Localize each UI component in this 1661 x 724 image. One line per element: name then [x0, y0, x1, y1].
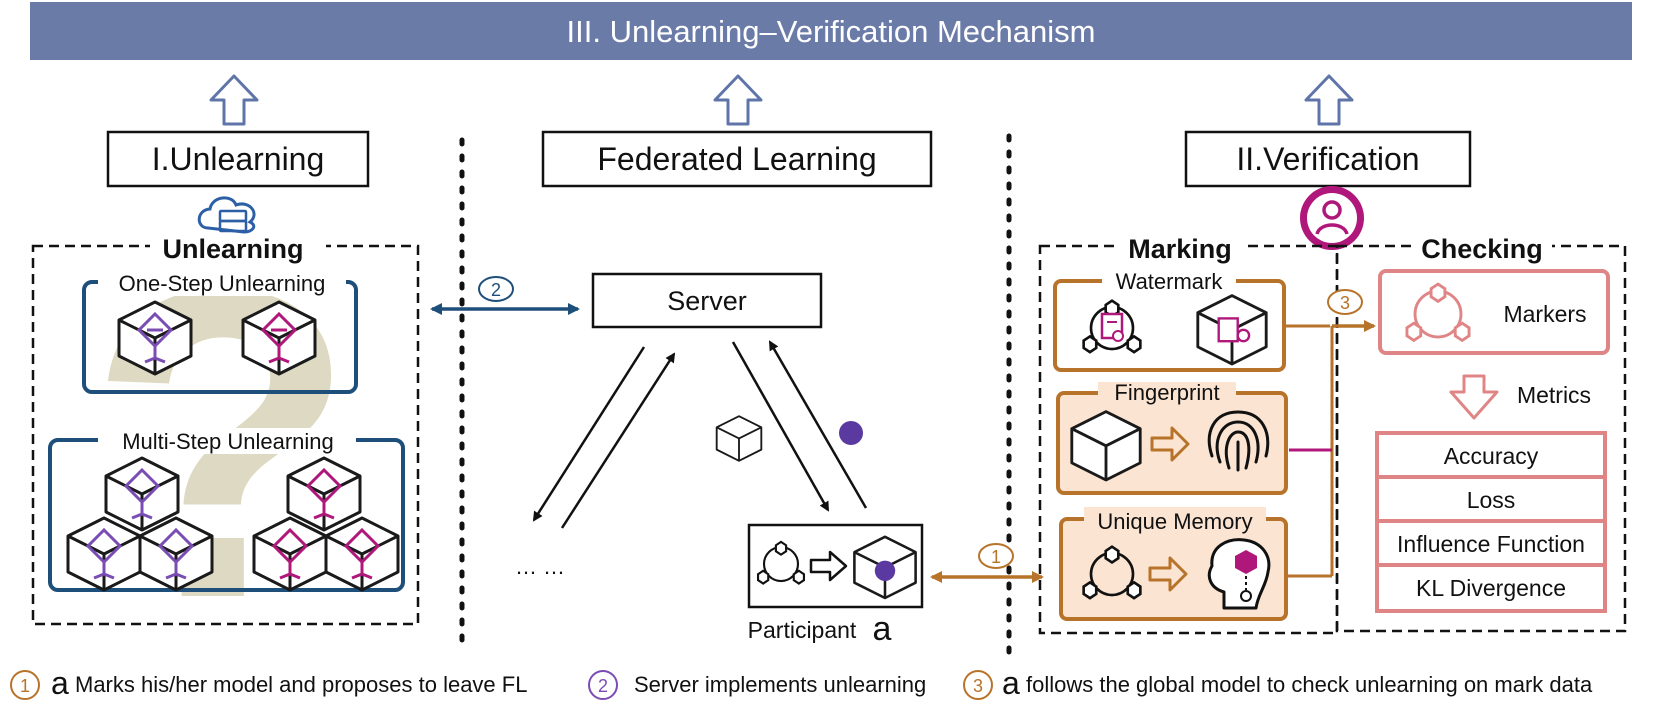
svg-text:3: 3 [1340, 293, 1350, 313]
magenta-model-cube-icon [241, 300, 317, 376]
one-step-label: One-Step Unlearning [119, 271, 326, 296]
memory-head-icon [1207, 538, 1271, 610]
marking-title: Marking [1128, 234, 1232, 264]
cloud-server-icon [197, 196, 256, 234]
svg-text:1: 1 [20, 676, 30, 696]
svg-text:1: 1 [991, 547, 1001, 567]
legend-step-3: 3 a follows the global model to check un… [963, 665, 1593, 701]
model-upload-arrow [560, 352, 676, 529]
up-arrow-icon [713, 74, 763, 126]
step-1-marker: 1 [978, 543, 1014, 569]
legend-step-2-text: Server implements unlearning [634, 672, 926, 697]
legend-step-1: 1 a Marks his/her model and proposes to … [10, 665, 527, 701]
magenta-model-cube-icon [324, 516, 400, 592]
watermark-model-icon [1196, 294, 1268, 366]
transform-arrow-icon [809, 550, 848, 582]
legend-step-3-letter: a [1002, 665, 1020, 701]
banner [30, 2, 1632, 60]
multi-step-label: Multi-Step Unlearning [122, 429, 334, 454]
server-label: Server [667, 286, 747, 316]
magenta-model-cube-icon [252, 516, 328, 592]
up-arrow-icon [1304, 74, 1354, 126]
participant-label: Participant [748, 617, 857, 643]
legend-step-1-text: Marks his/her model and proposes to leav… [75, 672, 527, 697]
banner-title: III. Unlearning–Verification Mechanism [567, 14, 1096, 49]
legend-step-2: 2 Server implements unlearning [588, 670, 926, 700]
svg-text:2: 2 [491, 280, 501, 300]
watermark-label: Watermark [1116, 269, 1224, 294]
other-participants-ellipsis: … … [515, 554, 565, 579]
section-unlearning-title: I.Unlearning [152, 141, 325, 177]
fingerprint-icon [1207, 410, 1270, 472]
transform-arrow-icon [1150, 426, 1190, 462]
transform-arrow-icon [1148, 556, 1188, 592]
legend-step-1-letter: a [51, 665, 69, 701]
purple-model-cube-icon [117, 300, 193, 376]
model-download-arrow [532, 346, 646, 522]
step-3-marker: 3 [1327, 289, 1363, 315]
step-2-marker: 2 [478, 276, 514, 302]
participant-letter: a [873, 610, 892, 648]
svg-text:3: 3 [973, 676, 983, 696]
purple-model-cube-icon [104, 456, 180, 532]
metric-kl-divergence: KL Divergence [1416, 575, 1566, 601]
unique-memory-label: Unique Memory [1097, 509, 1252, 534]
section-federated-title: Federated Learning [597, 141, 876, 177]
section-unlearning [106, 130, 370, 188]
section-federated [541, 130, 933, 188]
purple-model-cube-icon [138, 516, 214, 592]
mark-data-dot [839, 421, 863, 445]
markers-label: Markers [1503, 301, 1586, 327]
user-icon [1300, 186, 1364, 250]
metric-loss: Loss [1467, 487, 1516, 513]
svg-text:2: 2 [598, 676, 608, 696]
unlearning-panel-title: Unlearning [162, 234, 303, 264]
watermark-data-icon [1082, 299, 1142, 354]
fingerprint-label: Fingerprint [1114, 380, 1219, 405]
up-arrow-icon [209, 74, 259, 126]
metric-accuracy: Accuracy [1444, 443, 1539, 469]
server-box [591, 272, 823, 329]
purple-model-cube-icon [66, 516, 142, 592]
magenta-model-cube-icon [286, 456, 362, 532]
marked-model-cube-icon [853, 535, 917, 600]
section-verification [1184, 130, 1472, 188]
global-model-cube-icon [715, 415, 763, 462]
participant-download-arrow [731, 341, 830, 512]
checking-title: Checking [1421, 234, 1543, 264]
down-arrow-icon [1449, 374, 1499, 420]
participant-upload-arrow [768, 340, 868, 509]
section-verification-title: II.Verification [1236, 141, 1419, 177]
legend-step-3-text: follows the global model to check unlear… [1026, 672, 1593, 697]
metric-influence-function: Influence Function [1397, 531, 1585, 557]
metrics-label: Metrics [1517, 382, 1591, 408]
